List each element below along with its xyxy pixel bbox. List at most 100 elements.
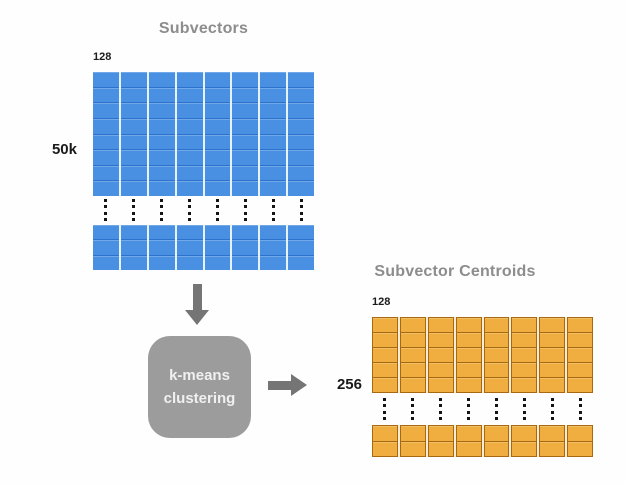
ellipsis-dot bbox=[243, 199, 247, 202]
matrix-cell bbox=[373, 377, 397, 392]
matrix-cell bbox=[120, 225, 147, 240]
ellipsis-dot bbox=[188, 205, 192, 209]
matrix-cell bbox=[232, 239, 259, 255]
matrix-cell bbox=[93, 225, 119, 240]
matrix-column bbox=[93, 72, 119, 196]
matrix-cell bbox=[120, 72, 147, 87]
matrix-cell bbox=[204, 239, 231, 255]
matrix-cell bbox=[288, 239, 314, 255]
matrix-column bbox=[511, 425, 538, 457]
matrix-cell bbox=[260, 225, 287, 240]
matrix-cell bbox=[120, 164, 147, 181]
matrix-cell bbox=[204, 72, 231, 87]
matrix-cell bbox=[120, 149, 147, 165]
matrix-column bbox=[260, 225, 287, 270]
matrix-cell bbox=[373, 347, 397, 362]
matrix-cell bbox=[568, 318, 592, 332]
subvectors-title: Subvectors bbox=[158, 20, 249, 37]
matrix-cell bbox=[512, 377, 537, 392]
matrix-column bbox=[372, 317, 398, 393]
matrix-cell bbox=[456, 332, 481, 347]
ellipsis-dot bbox=[467, 416, 471, 420]
matrix-cell bbox=[93, 117, 119, 134]
matrix-column bbox=[204, 72, 231, 196]
matrix-column bbox=[93, 225, 119, 270]
ellipsis-dot-column bbox=[484, 398, 510, 420]
ellipsis-dot bbox=[160, 205, 164, 209]
matrix-cell bbox=[176, 180, 203, 196]
matrix-cell bbox=[288, 102, 314, 118]
ellipsis-dot bbox=[188, 217, 192, 221]
matrix-cell bbox=[260, 149, 287, 165]
matrix-cell bbox=[540, 347, 565, 362]
matrix-cell bbox=[120, 254, 147, 270]
matrix-cell bbox=[93, 180, 119, 196]
ellipsis-dot bbox=[439, 404, 443, 408]
matrix-cell bbox=[176, 225, 203, 240]
matrix-column bbox=[372, 425, 398, 457]
matrix-cell bbox=[232, 133, 259, 150]
matrix-cell bbox=[484, 377, 509, 392]
matrix-cell bbox=[400, 318, 425, 332]
ellipsis-dot bbox=[104, 199, 108, 202]
matrix-cell bbox=[120, 102, 147, 118]
matrix-cell bbox=[148, 102, 175, 118]
matrix-cell bbox=[428, 377, 453, 392]
matrix-cell bbox=[456, 426, 481, 441]
matrix-cell bbox=[204, 180, 231, 196]
matrix-cell bbox=[204, 164, 231, 181]
matrix-cell bbox=[428, 362, 453, 377]
matrix-cell bbox=[484, 426, 509, 441]
ellipsis-dot bbox=[243, 217, 247, 221]
matrix-cell bbox=[148, 180, 175, 196]
ellipsis-dot-column bbox=[372, 398, 398, 420]
centroids-ellipsis bbox=[372, 398, 593, 420]
ellipsis-dot bbox=[578, 404, 582, 408]
matrix-cell bbox=[456, 377, 481, 392]
matrix-cell bbox=[400, 377, 425, 392]
matrix-cell bbox=[288, 164, 314, 181]
ellipsis-dot bbox=[439, 398, 443, 401]
subvectors-matrix-top bbox=[93, 72, 314, 196]
matrix-cell bbox=[456, 440, 481, 456]
matrix-cell bbox=[373, 362, 397, 377]
ellipsis-dot bbox=[299, 205, 303, 209]
matrix-column bbox=[288, 72, 314, 196]
ellipsis-dot bbox=[104, 205, 108, 209]
ellipsis-dot-column bbox=[232, 199, 258, 221]
matrix-cell bbox=[540, 362, 565, 377]
matrix-cell bbox=[373, 426, 397, 441]
ellipsis-dot-column bbox=[400, 398, 426, 420]
matrix-column bbox=[148, 225, 175, 270]
matrix-cell bbox=[288, 72, 314, 87]
matrix-cell bbox=[176, 239, 203, 255]
matrix-cell bbox=[232, 117, 259, 134]
matrix-cell bbox=[93, 72, 119, 87]
matrix-column bbox=[427, 425, 454, 457]
matrix-cell bbox=[373, 440, 397, 456]
matrix-cell bbox=[512, 332, 537, 347]
ellipsis-dot bbox=[550, 416, 554, 420]
ellipsis-dot-column bbox=[456, 398, 482, 420]
matrix-cell bbox=[232, 102, 259, 118]
centroids-title: Subvector Centroids bbox=[374, 263, 536, 280]
matrix-column bbox=[399, 317, 426, 393]
matrix-cell bbox=[232, 164, 259, 181]
matrix-cell bbox=[512, 362, 537, 377]
matrix-column bbox=[288, 225, 314, 270]
matrix-cell bbox=[260, 117, 287, 134]
matrix-cell bbox=[484, 332, 509, 347]
matrix-cell bbox=[540, 332, 565, 347]
matrix-cell bbox=[373, 332, 397, 347]
matrix-cell bbox=[120, 180, 147, 196]
matrix-column bbox=[567, 425, 593, 457]
ellipsis-dot-column bbox=[567, 398, 593, 420]
matrix-cell bbox=[232, 149, 259, 165]
matrix-cell bbox=[568, 347, 592, 362]
ellipsis-dot bbox=[411, 398, 415, 401]
matrix-cell bbox=[484, 318, 509, 332]
ellipsis-dot-column bbox=[260, 199, 286, 221]
matrix-cell bbox=[400, 347, 425, 362]
ellipsis-dot bbox=[411, 416, 415, 420]
matrix-cell bbox=[204, 225, 231, 240]
